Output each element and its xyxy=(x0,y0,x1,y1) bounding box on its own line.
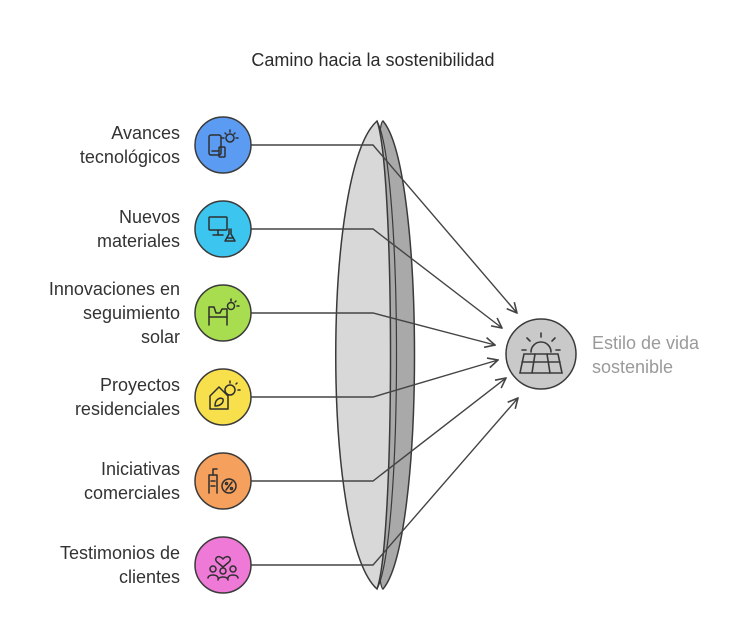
input-label-line: materiales xyxy=(96,231,180,251)
input-node xyxy=(194,284,252,342)
sunrise-field-icon xyxy=(519,332,563,374)
input-label: Iniciativas comerciales xyxy=(0,457,180,505)
connector-arrow xyxy=(251,360,498,398)
lens xyxy=(335,119,416,591)
outcome-node xyxy=(505,318,577,390)
input-node-circle xyxy=(194,368,252,426)
connector-lines xyxy=(251,144,518,566)
house-leaf-sun-icon xyxy=(209,380,241,410)
input-node-circle xyxy=(194,536,252,594)
connector-arrow xyxy=(251,312,495,345)
input-label-line: tecnológicos xyxy=(79,147,180,167)
connector-arrow xyxy=(251,398,518,566)
input-node-circle xyxy=(194,452,252,510)
input-node xyxy=(194,452,252,510)
input-label: Avances tecnológicos xyxy=(0,121,180,169)
input-label-line: Nuevos xyxy=(118,207,180,227)
input-label: Nuevos materiales xyxy=(0,205,180,253)
input-label-line: solar xyxy=(140,327,180,347)
input-nodes xyxy=(194,116,252,594)
input-label-line: Innovaciones en xyxy=(48,279,180,299)
input-label-line: residenciales xyxy=(74,399,180,419)
input-label-line: Iniciativas xyxy=(100,459,180,479)
input-node xyxy=(194,200,252,258)
input-label-line: Testimonios de xyxy=(59,543,180,563)
input-label: Innovaciones en seguimiento solar xyxy=(0,277,180,349)
input-node-circle xyxy=(194,200,252,258)
input-label-line: seguimiento xyxy=(82,303,180,323)
building-percent-icon xyxy=(208,468,237,494)
people-heart-icon xyxy=(207,555,239,581)
input-node-circle xyxy=(194,284,252,342)
connector-arrow xyxy=(251,378,506,482)
input-node xyxy=(194,536,252,594)
input-label-line: clientes xyxy=(118,567,180,587)
input-label: Proyectos residenciales xyxy=(0,373,180,421)
diagram-title: Camino hacia la sostenibilidad xyxy=(251,50,495,70)
phone-sun-icon xyxy=(208,129,239,158)
connector-arrow xyxy=(251,228,502,328)
outcome-label-line: Estilo de vida xyxy=(592,333,700,353)
input-label-line: Avances xyxy=(111,123,180,143)
input-node xyxy=(194,116,252,174)
input-node xyxy=(194,368,252,426)
computer-flask-icon xyxy=(208,216,236,242)
input-label: Testimonios de clientes xyxy=(0,541,180,589)
outcome-label: Estilo de vida sostenible xyxy=(592,331,742,379)
input-node-circle xyxy=(194,116,252,174)
input-label-line: comerciales xyxy=(83,483,180,503)
outcome-label-line: sostenible xyxy=(592,357,674,377)
input-label-line: Proyectos xyxy=(99,375,180,395)
solar-tracking-icon xyxy=(208,298,240,326)
connector-arrow xyxy=(251,144,517,313)
